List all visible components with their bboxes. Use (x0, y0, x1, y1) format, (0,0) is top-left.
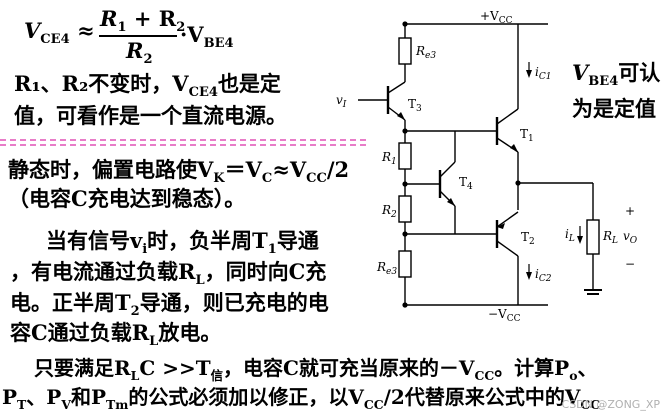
vcc-top-label: +VCC (480, 9, 513, 26)
watermark: CSDN @ZONG_XP (561, 398, 660, 411)
re3-top-label: Re3 (415, 44, 436, 61)
vi-label: vI (336, 93, 347, 110)
para3-line2: ，有电流通过负载RL，同时向C充 (10, 259, 327, 289)
right-note-line2: 为是定值 (572, 96, 656, 121)
ic1-label: iC1 (535, 65, 551, 82)
formula-numerator: R1 + R2 (100, 6, 186, 36)
para3-line3: 电。正半周T2导通，则已充电的电 (10, 290, 329, 320)
right-note-line1: VBE4可认 (572, 60, 661, 90)
t2-label: T2 (521, 230, 535, 247)
para2-line1: 静态时，偏置电路使VK＝VC≈VCC/2 (8, 157, 350, 187)
formula-denominator: R2 (126, 38, 153, 68)
separator-line-2 (0, 144, 366, 146)
vo-label: vO (623, 229, 638, 246)
vcc-bot-label: −VCC (488, 307, 521, 324)
formula-vbe4: ·VBE4 (180, 22, 234, 52)
formula-vce4: VCE4 ≈ (24, 18, 95, 48)
separator-line (0, 139, 366, 141)
plus-sign: + (625, 204, 635, 218)
fraction-bar (99, 35, 177, 37)
para1-line1: R₁、R₂不变时，VCE4也是定 (14, 71, 281, 101)
para1-line2: 值，可看作是一个直流电源。 (14, 103, 287, 128)
re3-bot-label: Re3 (376, 260, 397, 277)
para3-line4: 容C通过负载RL放电。 (10, 320, 222, 350)
t1-label: T1 (520, 127, 534, 144)
rl-label: RL (602, 229, 618, 246)
para4-line2: PT、PV和PTm的公式必须加以修正，以VCC/2代替原来公式中的VCC (2, 385, 601, 412)
para4-line1: 只要满足RLC >>T信，电容C就可充当原来的－VCC。计算Po、 (34, 356, 598, 383)
t4-label: T4 (459, 175, 473, 192)
r1-label: R1 (381, 150, 397, 167)
il-label: iL (565, 227, 575, 244)
minus-sign: − (625, 257, 635, 271)
para3-line1: 当有信号vi时，负半周T1导通 (46, 228, 319, 258)
para2-line2: （电容C充电达到稳态）。 (8, 186, 246, 211)
r2-label: R2 (381, 203, 397, 220)
ic2-label: iC2 (535, 267, 552, 284)
t3-label: T3 (408, 97, 422, 114)
